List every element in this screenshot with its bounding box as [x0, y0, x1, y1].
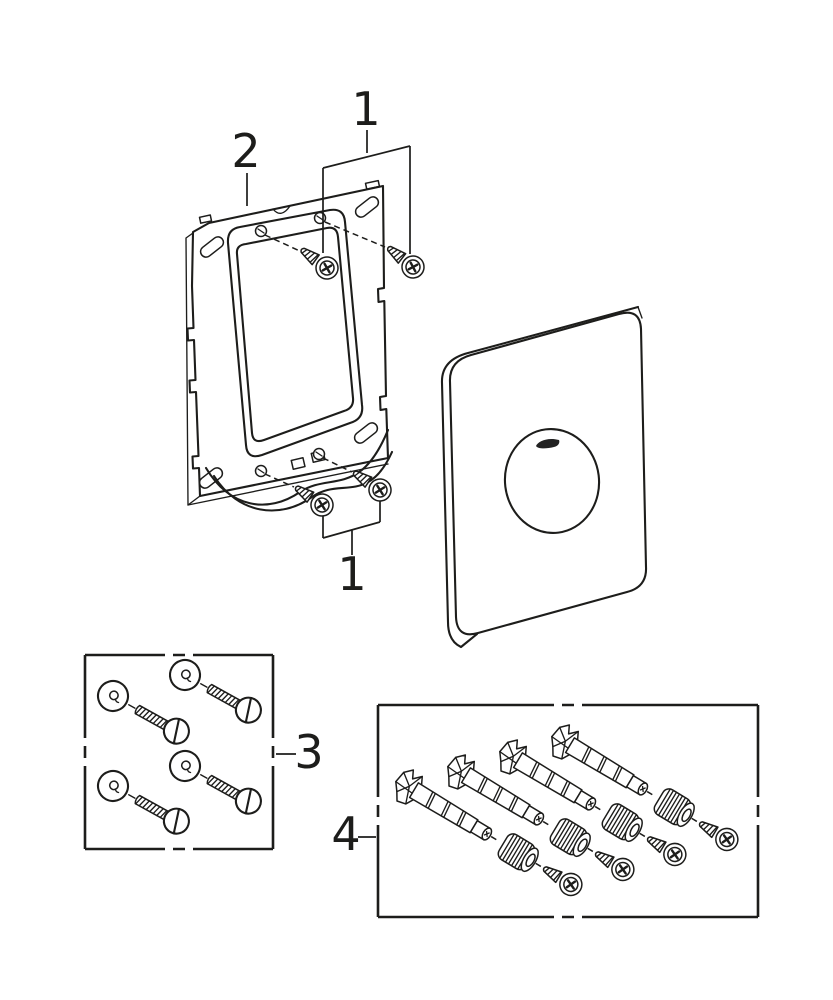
callout-1-bottom-label: 1: [337, 547, 366, 601]
callout-2-label: 2: [231, 124, 260, 178]
callout-3: 3: [276, 725, 324, 779]
frame-screw-holes: [254, 211, 327, 478]
brand-logo-mark: [536, 438, 560, 449]
callout-3-label: 3: [294, 725, 323, 779]
callout-2: 2: [231, 124, 261, 206]
flush-plate-front: [448, 311, 648, 636]
mounting-screw-icon: [346, 462, 397, 507]
frame-back-plate: [186, 184, 390, 498]
callout-1-bottom: 1: [322, 501, 381, 601]
callout-1-top-label: 1: [351, 82, 380, 136]
mounting-frame-drawing: [185, 179, 394, 512]
callout-4: 4: [331, 807, 376, 861]
callout-1-top: 1: [322, 82, 411, 254]
callout-4-label: 4: [331, 807, 360, 861]
frame-inner-rim-inner: [235, 226, 355, 443]
frame-corner-slots: [198, 196, 380, 489]
screw-leader-lines: [264, 221, 386, 488]
screw-washer-kit-box: [83, 653, 275, 851]
flush-plate-drawing: [440, 305, 648, 649]
frame-inner-rim-outer: [226, 208, 364, 458]
anchor-kit-box: [376, 703, 760, 919]
flush-button: [503, 428, 601, 534]
mounting-screw-icon: [380, 237, 430, 284]
